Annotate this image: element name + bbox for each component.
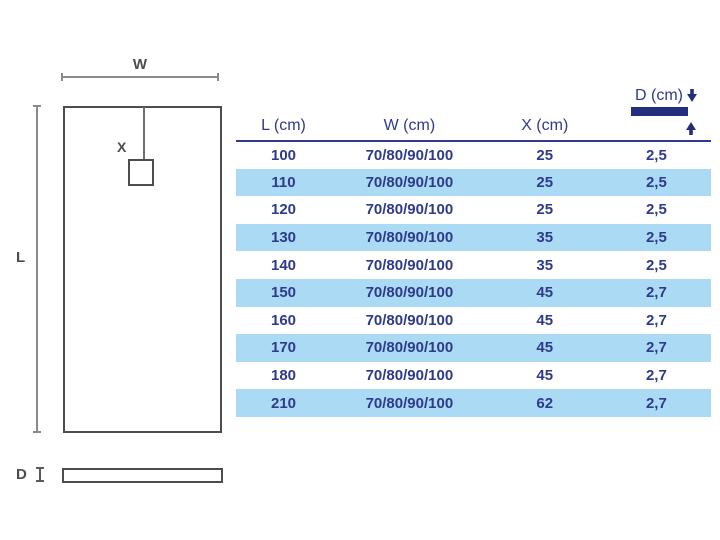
column-header-drain-offset: X (cm) bbox=[487, 88, 602, 142]
depth-header-label: D (cm) bbox=[635, 87, 683, 104]
cell-depth: 2,7 bbox=[645, 394, 667, 412]
table-row: 210 70/80/90/100 62 2,7 bbox=[236, 389, 711, 417]
depth-dimension-mark bbox=[36, 467, 44, 482]
column-header-depth: D (cm) bbox=[601, 88, 711, 142]
cell-depth: 2,7 bbox=[645, 311, 667, 329]
cell-depth: 2,7 bbox=[645, 339, 667, 357]
cell-drain-offset: 45 bbox=[536, 367, 554, 385]
cell-length: 150 bbox=[270, 284, 297, 302]
cell-length: 100 bbox=[270, 146, 297, 164]
depth-bar bbox=[631, 107, 688, 116]
table-row: 110 70/80/90/100 25 2,5 bbox=[236, 168, 711, 197]
cell-width: 70/80/90/100 bbox=[365, 229, 454, 247]
depth-label: D bbox=[16, 466, 27, 483]
table-header-row: L (cm) W (cm) X (cm) D (cm) bbox=[236, 88, 711, 142]
dimensions-table: L (cm) W (cm) X (cm) D (cm) bbox=[236, 88, 711, 417]
cell-drain-offset: 25 bbox=[536, 201, 554, 219]
table-row: 170 70/80/90/100 45 2,7 bbox=[236, 334, 711, 362]
cell-length: 210 bbox=[270, 394, 297, 412]
cell-width: 70/80/90/100 bbox=[365, 339, 454, 357]
table-row: 140 70/80/90/100 35 2,5 bbox=[236, 251, 711, 279]
cell-width: 70/80/90/100 bbox=[365, 201, 454, 219]
length-dimension-line bbox=[33, 105, 41, 433]
cell-length: 180 bbox=[270, 367, 297, 385]
table-row: 150 70/80/90/100 45 2,7 bbox=[236, 278, 711, 307]
length-label: L bbox=[16, 249, 26, 266]
cell-drain-offset: 45 bbox=[536, 339, 554, 357]
cell-length: 120 bbox=[270, 201, 297, 219]
cell-depth: 2,5 bbox=[645, 201, 667, 219]
cell-depth: 2,7 bbox=[645, 367, 667, 385]
width-dimension-line bbox=[61, 73, 219, 81]
tray-side-profile bbox=[62, 468, 223, 483]
cell-length: 110 bbox=[271, 173, 296, 191]
cell-drain-offset: 35 bbox=[536, 229, 554, 247]
column-header-length: L (cm) bbox=[236, 88, 331, 142]
table-row: 100 70/80/90/100 25 2,5 bbox=[236, 141, 711, 169]
cell-depth: 2,5 bbox=[645, 173, 667, 191]
cell-depth: 2,7 bbox=[645, 284, 667, 302]
cell-drain-offset: 25 bbox=[536, 146, 554, 164]
cell-width: 70/80/90/100 bbox=[365, 256, 454, 274]
cell-width: 70/80/90/100 bbox=[365, 367, 454, 385]
cell-drain-offset: 62 bbox=[536, 394, 554, 412]
cell-length: 160 bbox=[270, 311, 297, 329]
depth-up-arrow-icon bbox=[686, 122, 696, 135]
table-row: 160 70/80/90/100 45 2,7 bbox=[236, 307, 711, 335]
cell-length: 140 bbox=[270, 256, 297, 274]
cell-length: 130 bbox=[270, 229, 297, 247]
cell-length: 170 bbox=[270, 339, 297, 357]
cell-drain-offset: 45 bbox=[536, 311, 554, 329]
cell-drain-offset: 25 bbox=[536, 173, 554, 191]
drain-offset-label: X bbox=[117, 139, 127, 155]
column-header-width: W (cm) bbox=[331, 88, 488, 142]
cell-width: 70/80/90/100 bbox=[365, 173, 454, 191]
depth-down-arrow-icon bbox=[687, 89, 697, 102]
cell-depth: 2,5 bbox=[645, 229, 667, 247]
cell-drain-offset: 35 bbox=[536, 256, 554, 274]
cell-width: 70/80/90/100 bbox=[365, 394, 454, 412]
cell-depth: 2,5 bbox=[645, 256, 667, 274]
table-row: 180 70/80/90/100 45 2,7 bbox=[236, 362, 711, 390]
width-label: W bbox=[132, 56, 148, 73]
cell-width: 70/80/90/100 bbox=[365, 146, 454, 164]
depth-header-graphic: D (cm) bbox=[631, 88, 697, 135]
table-row: 120 70/80/90/100 25 2,5 bbox=[236, 196, 711, 224]
table-body: 100 70/80/90/100 25 2,5 110 70/80/90/100… bbox=[236, 141, 711, 417]
cell-depth: 2,5 bbox=[645, 146, 667, 164]
cell-width: 70/80/90/100 bbox=[365, 311, 454, 329]
table-row: 130 70/80/90/100 35 2,5 bbox=[236, 223, 711, 252]
drain-square bbox=[128, 159, 154, 186]
cell-drain-offset: 45 bbox=[536, 284, 554, 302]
cell-width: 70/80/90/100 bbox=[365, 284, 454, 302]
